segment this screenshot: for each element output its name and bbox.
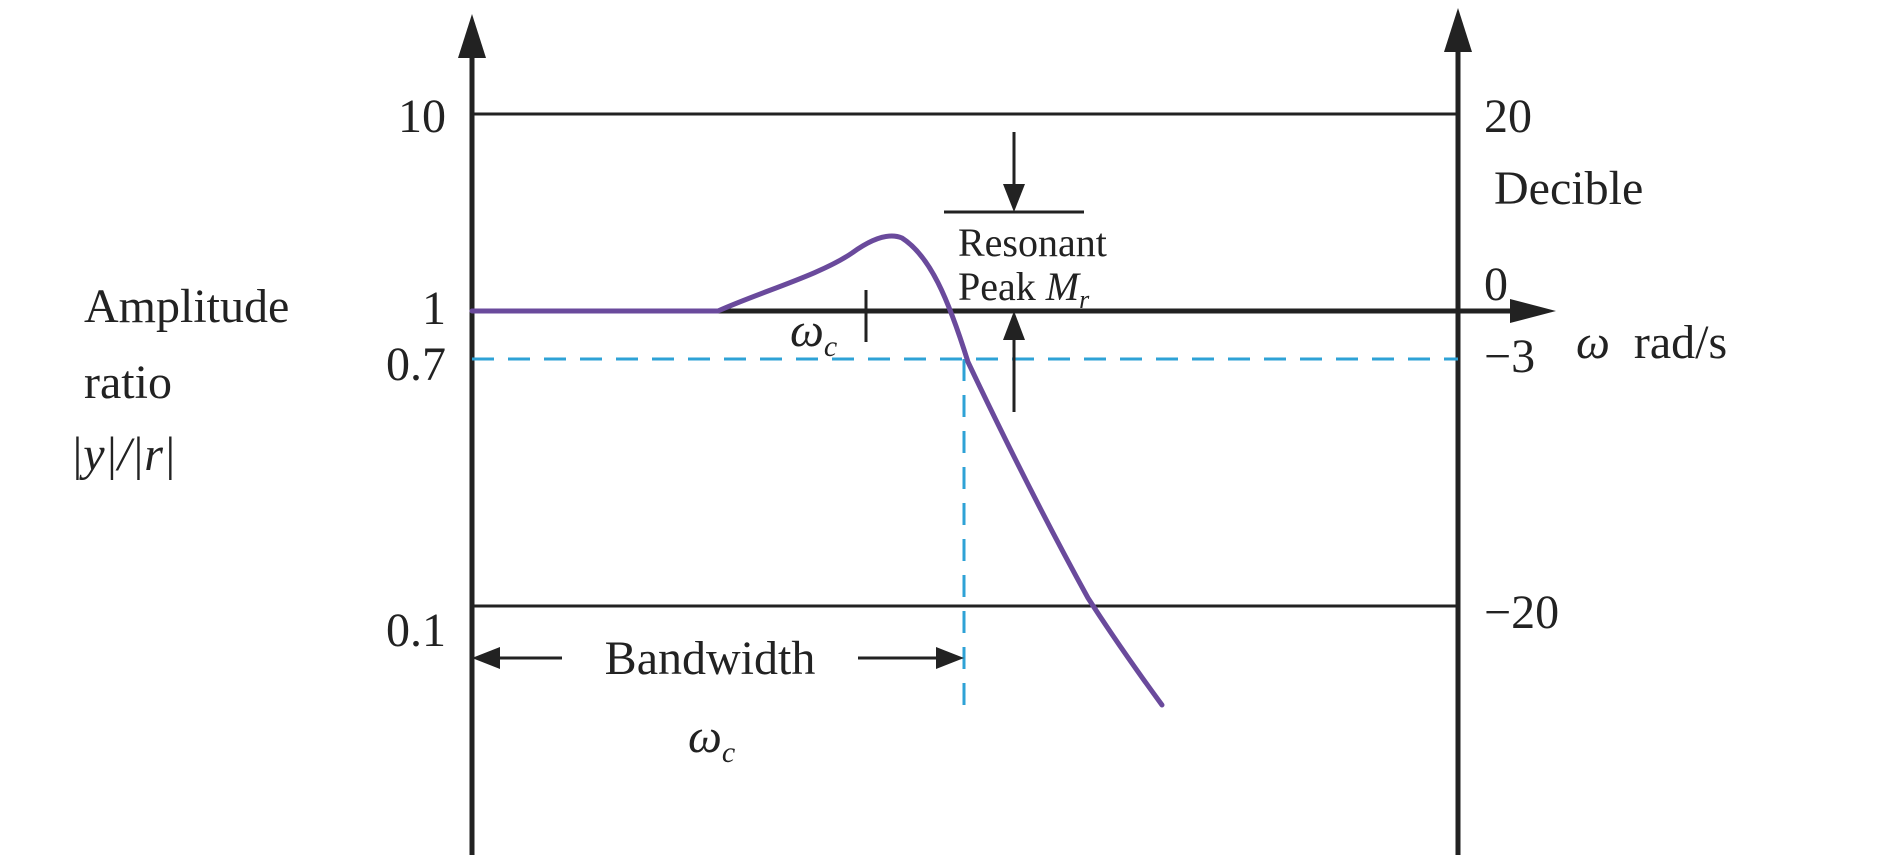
left-tick-0-7: 0.7 (386, 338, 446, 391)
right-tick-20: 20 (1484, 90, 1532, 143)
bandwidth-omega-subscript: c (722, 736, 735, 769)
frequency-axis-unit: rad/s (1634, 316, 1727, 369)
magnitude-response-curve (469, 233, 1165, 708)
resonant-peak-subscript: r (1079, 285, 1090, 314)
right-tick-minus-20: −20 (1484, 586, 1559, 639)
right-tick-0: 0 (1484, 258, 1508, 311)
left-tick-0-1: 0.1 (386, 604, 446, 657)
bandwidth-omega-symbol: ω (688, 710, 722, 763)
resonant-peak-word: Peak (958, 264, 1046, 309)
left-tick-1: 1 (422, 282, 446, 335)
right-axis-label: Decible (1494, 162, 1643, 215)
left-tick-10: 10 (398, 90, 446, 143)
omega-c-label: ωc (790, 304, 837, 363)
resonant-peak-label-line1: Resonant (958, 220, 1107, 265)
omega-c-symbol: ω (790, 304, 824, 357)
resonant-peak-label-line2: Peak Mr (958, 264, 1090, 314)
left-axis-label-line1: Amplitude (84, 280, 289, 333)
resonant-peak-up-arrowhead (1003, 311, 1025, 340)
resonant-peak-down-arrowhead (1003, 184, 1025, 212)
right-tick-minus-3: −3 (1484, 330, 1535, 383)
left-axis-label-line2: ratio (84, 356, 172, 409)
right-axis-arrowhead (1444, 8, 1472, 52)
bandwidth-left-arrowhead (472, 647, 500, 669)
omega-c-subscript: c (824, 330, 837, 363)
bandwidth-label: Bandwidth (605, 632, 816, 685)
resonant-peak-symbol: M (1045, 264, 1082, 309)
left-axis-arrowhead (458, 14, 486, 58)
frequency-axis-label: ω rad/s (1576, 316, 1727, 369)
bandwidth-right-arrowhead (936, 647, 964, 669)
left-axis-label-line3: |y|/|r| (70, 428, 176, 481)
frequency-axis-arrowhead (1510, 299, 1556, 323)
frequency-axis-symbol: ω (1576, 316, 1610, 369)
bandwidth-omega-label: ωc (688, 710, 735, 769)
